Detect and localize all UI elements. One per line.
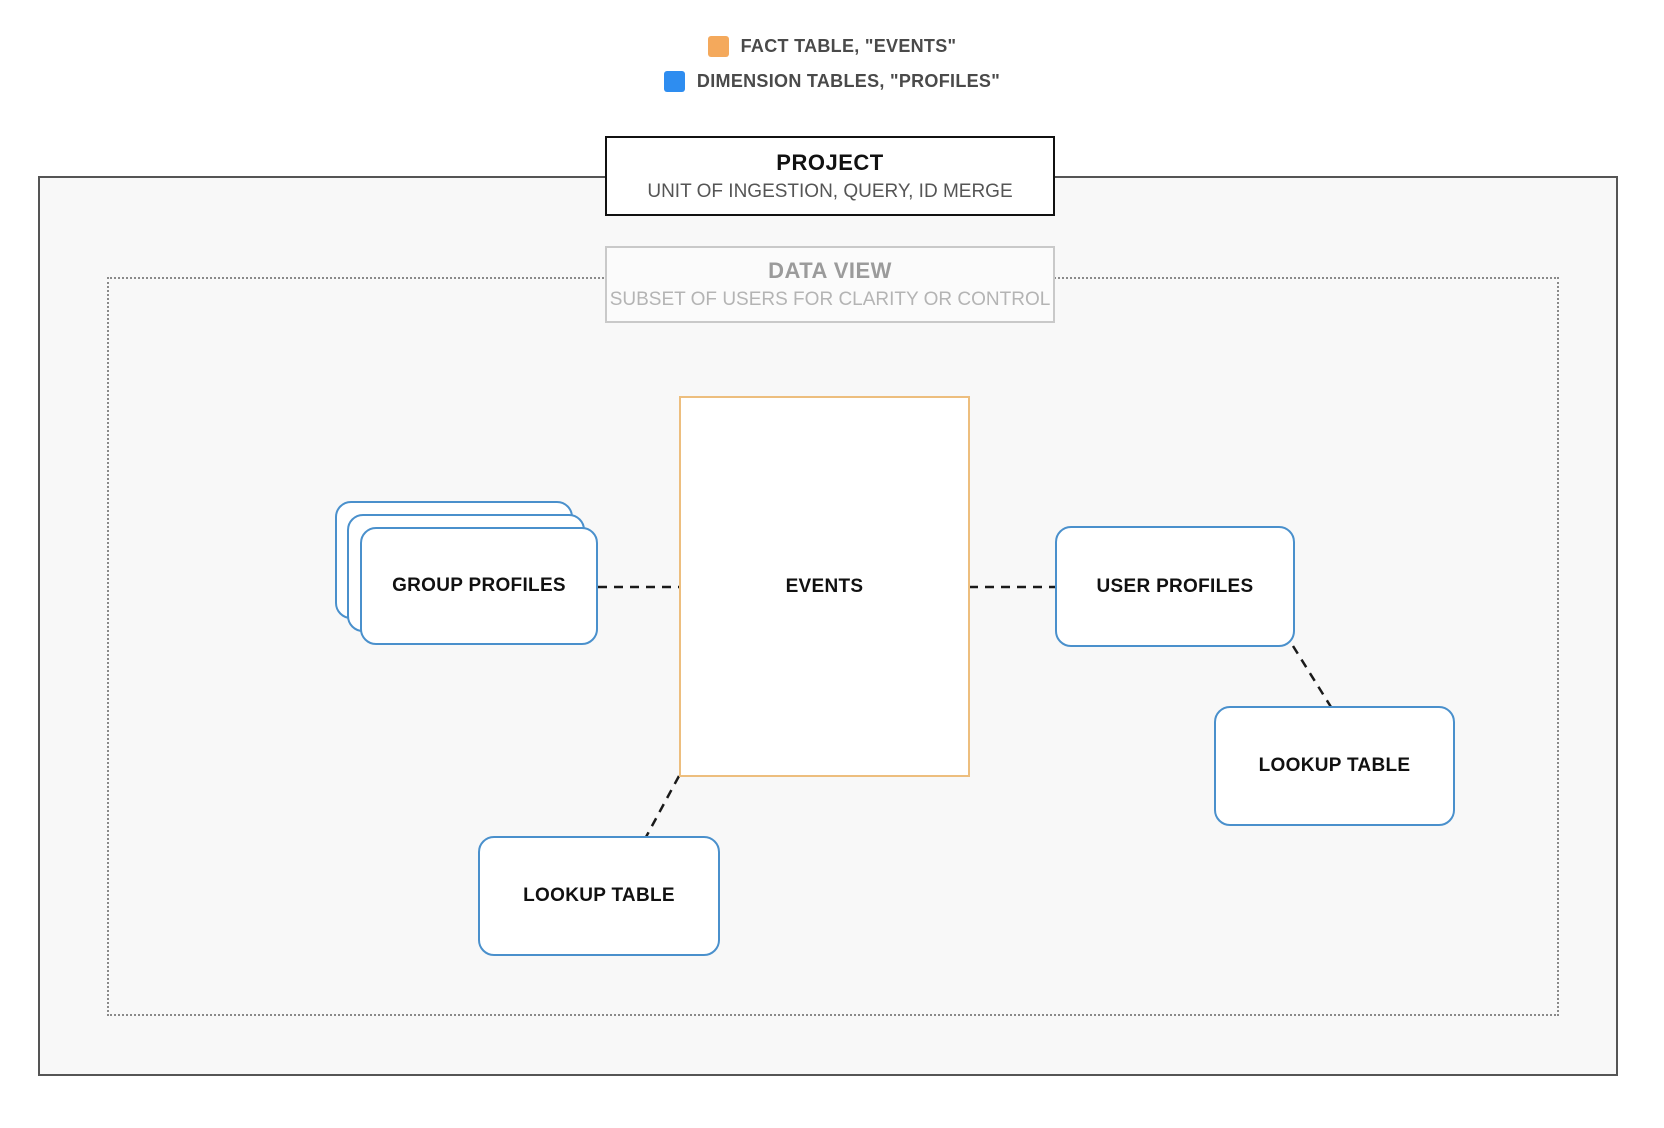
legend-item-dimension-tables: DIMENSION TABLES, "PROFILES": [663, 71, 1001, 92]
fact-table-swatch-icon: [707, 36, 729, 57]
project-subtitle: UNIT OF INGESTION, QUERY, ID MERGE: [647, 180, 1013, 202]
user-profiles-node-label: USER PROFILES: [1096, 575, 1254, 597]
legend-item-fact-table: FACT TABLE, "EVENTS": [707, 36, 957, 57]
lookup-table-bottom-node-label: LOOKUP TABLE: [523, 885, 675, 906]
project-title: PROJECT: [776, 149, 884, 175]
group-profiles-node: GROUP PROFILES: [360, 527, 598, 645]
dimension-tables-swatch-icon: [663, 71, 685, 92]
group-profiles-node-label: GROUP PROFILES: [392, 575, 566, 596]
data-view-subtitle: SUBSET OF USERS FOR CLARITY OR CONTROL: [609, 289, 1051, 310]
events-node-label: EVENTS: [785, 575, 864, 597]
legend: FACT TABLE, "EVENTS" DIMENSION TABLES, "…: [0, 36, 1664, 92]
lookup-table-right-node-label: LOOKUP TABLE: [1258, 755, 1411, 776]
user-profiles-node: USER PROFILES: [1055, 526, 1295, 647]
project-header-box: PROJECT UNIT OF INGESTION, QUERY, ID MER…: [605, 136, 1055, 216]
data-view-header-box: DATA VIEW SUBSET OF USERS FOR CLARITY OR…: [605, 246, 1055, 323]
lookup-table-bottom-node: LOOKUP TABLE: [478, 836, 720, 956]
lookup-table-right-node: LOOKUP TABLE: [1214, 706, 1455, 826]
events-node: EVENTS: [679, 396, 970, 777]
legend-item-label: DIMENSION TABLES, "PROFILES": [696, 71, 1001, 91]
data-view-title: DATA VIEW: [768, 258, 892, 283]
legend-item-label: FACT TABLE, "EVENTS": [740, 36, 957, 56]
